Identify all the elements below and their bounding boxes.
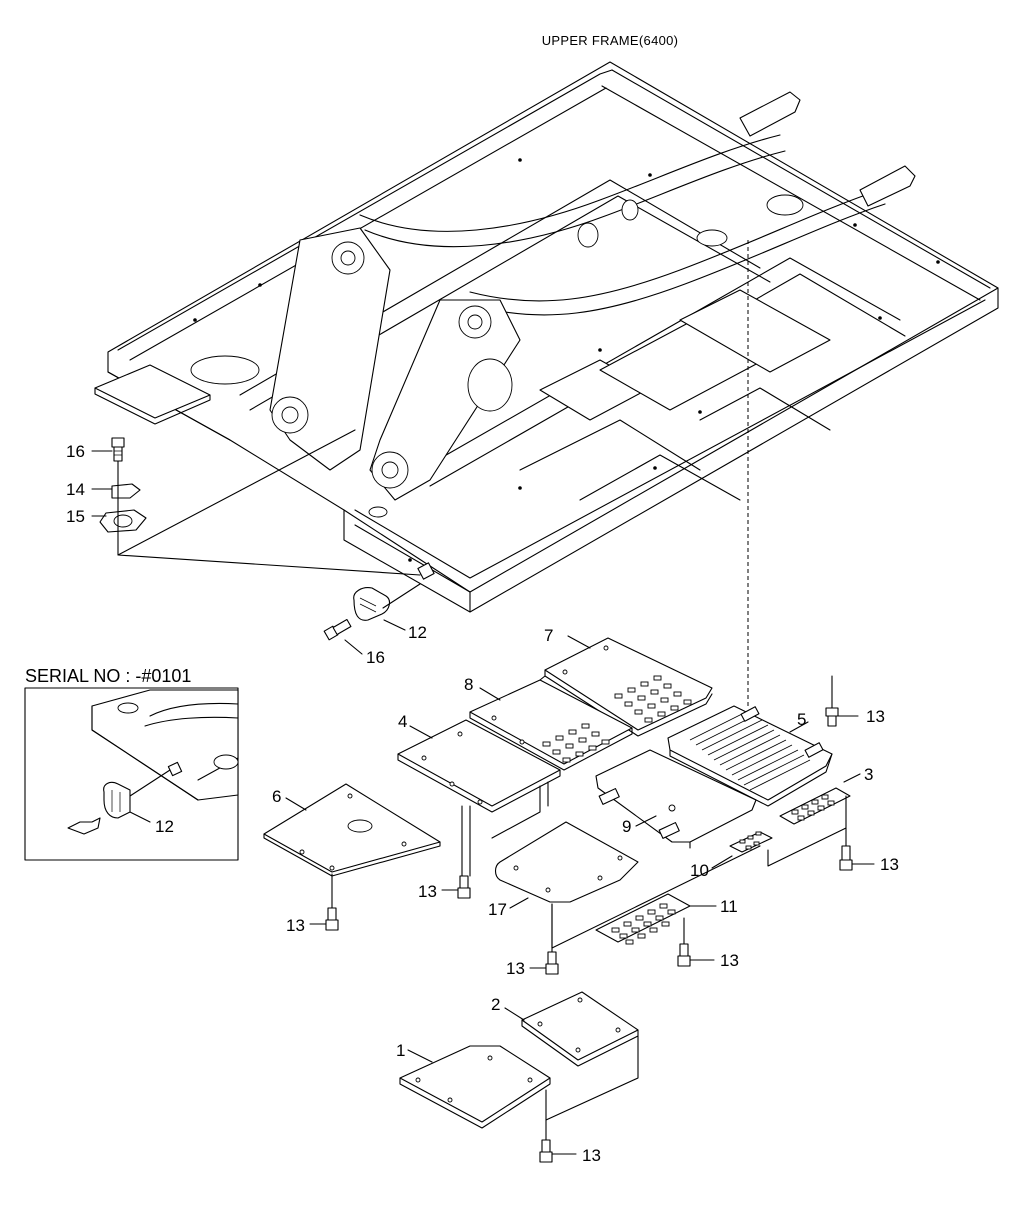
- callout-3: 3: [864, 765, 873, 784]
- serial-inset: SERIAL NO : -#0101 12: [24, 666, 239, 861]
- part-5-grille-bars: [689, 709, 811, 791]
- part-11-plate: [595, 893, 717, 945]
- frame-hole-left: [190, 355, 260, 385]
- callout-13-b: 13: [880, 855, 899, 874]
- bolt-13-c: [441, 805, 471, 899]
- part-6-cover: [263, 783, 441, 877]
- callout-labels: 1 2 3 4 5 6 7 8 9 10 11 12 13 13 13 13 1…: [66, 442, 899, 1165]
- callout-13-g: 13: [582, 1146, 601, 1165]
- part-16-bolt-lower: [323, 618, 363, 655]
- callout-11: 11: [720, 897, 738, 916]
- part-3-plate: [779, 773, 861, 825]
- frame-hole-center: [467, 358, 513, 412]
- bolt-13-f: [677, 917, 715, 967]
- callout-15: 15: [66, 507, 85, 526]
- boom-foot-right: [369, 299, 521, 501]
- inset-title: SERIAL NO : -#0101: [25, 666, 191, 686]
- part-4-cover: [397, 719, 561, 839]
- part-9-cover: [595, 749, 757, 849]
- callout-5: 5: [797, 710, 806, 729]
- part-10-plate: [711, 827, 847, 869]
- callout-9: 9: [622, 817, 631, 836]
- callout-13-d: 13: [286, 916, 305, 935]
- callout-8: 8: [464, 675, 473, 694]
- part-12-grommet: [353, 583, 421, 621]
- callout-13-a: 13: [866, 707, 885, 726]
- bolt-13-d: [309, 873, 339, 931]
- part-7-cover: [544, 635, 713, 737]
- callout-16-a: 16: [66, 442, 85, 461]
- callout-4: 4: [398, 712, 407, 731]
- callout-17: 17: [488, 900, 507, 919]
- upper-frame: [94, 61, 999, 613]
- part-8-slots: [542, 723, 610, 763]
- drain-cover-assembly: [99, 429, 421, 576]
- callout-7: 7: [544, 626, 553, 645]
- boom-foot-left: [269, 227, 391, 471]
- callout-13-c: 13: [418, 882, 437, 901]
- callout-6: 6: [272, 787, 281, 806]
- callout-14: 14: [66, 480, 85, 499]
- callout-13-f: 13: [720, 951, 739, 970]
- bolt-13-g: [539, 1089, 577, 1163]
- part-2-cover: [504, 991, 639, 1121]
- callout-2: 2: [491, 995, 500, 1014]
- step-plate: [94, 364, 211, 425]
- frame-bolts: [193, 158, 940, 562]
- bolt-13-b: [839, 795, 875, 871]
- callout-13-e: 13: [506, 959, 525, 978]
- bolt-13-e: [529, 903, 559, 975]
- part-1-cover: [399, 1045, 551, 1129]
- part-5-grille-cover: [667, 705, 833, 807]
- callout-1: 1: [396, 1041, 405, 1060]
- inset-callout-12: 12: [155, 817, 174, 836]
- callout-10: 10: [690, 861, 709, 880]
- part-7-slots: [614, 675, 692, 723]
- part-8-cover: [469, 675, 633, 771]
- callout-16-b: 16: [366, 648, 385, 667]
- diagram-title: UPPER FRAME(6400): [542, 33, 679, 48]
- bolt-13-a: [825, 675, 859, 727]
- callout-12: 12: [408, 623, 427, 642]
